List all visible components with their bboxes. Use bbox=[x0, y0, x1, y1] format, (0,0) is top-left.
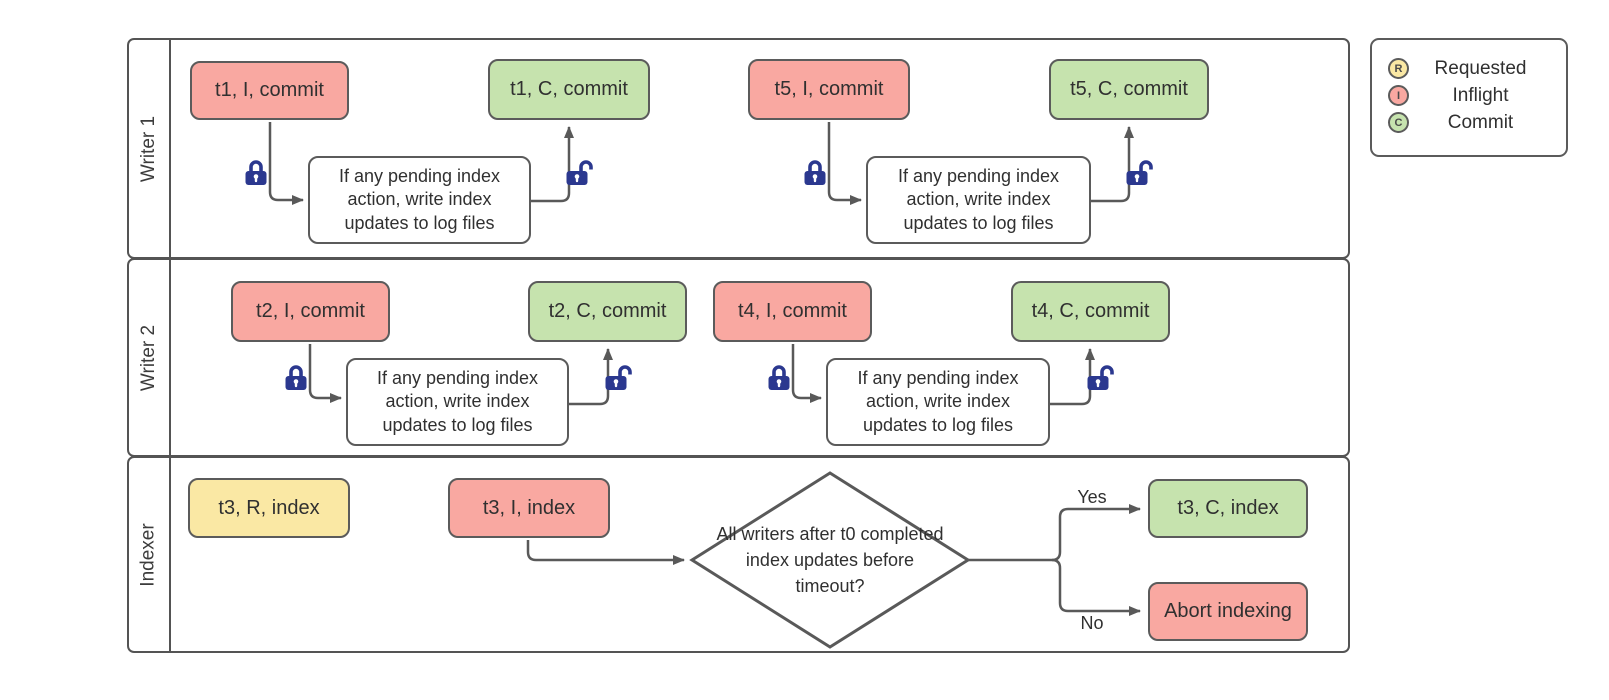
connector-t3-inflight-to-decision bbox=[526, 540, 685, 565]
requested-state-icon: R bbox=[1388, 58, 1409, 79]
node-t3-requested-label: t3, R, index bbox=[218, 496, 320, 519]
node-t5-commit: t5, C, commit bbox=[1049, 59, 1209, 120]
node-t4-commit: t4, C, commit bbox=[1011, 281, 1170, 342]
node-t3-inflight: t3, I, index bbox=[448, 478, 610, 538]
node-t3-commit: t3, C, index bbox=[1148, 479, 1308, 538]
node-t4-inflight-label: t4, I, commit bbox=[738, 300, 847, 322]
node-t2-inflight: t2, I, commit bbox=[231, 281, 390, 342]
connector-process-to-t2-commit bbox=[569, 348, 613, 406]
connector-process-to-t4-commit bbox=[1050, 348, 1095, 406]
legend-row-commit: C Commit bbox=[1388, 109, 1552, 136]
node-t2-commit: t2, C, commit bbox=[528, 281, 687, 342]
branch-label-yes: Yes bbox=[1077, 487, 1107, 507]
node-t4-inflight: t4, I, commit bbox=[713, 281, 872, 342]
legend-label-inflight: Inflight bbox=[1452, 84, 1509, 106]
connector-process-to-t5-commit bbox=[1091, 126, 1134, 203]
decision-diamond bbox=[689, 471, 971, 649]
legend-row-inflight: I Inflight bbox=[1388, 82, 1552, 109]
node-t3-requested: t3, R, index bbox=[188, 478, 350, 538]
lock-open-icon bbox=[566, 160, 593, 185]
lane-indexer-label-cell: Indexer bbox=[129, 458, 171, 651]
connector-t1-inflight-to-process bbox=[268, 122, 304, 205]
process-box-writer1-a: If any pending index action, write index… bbox=[308, 156, 531, 244]
legend-label-requested: Requested bbox=[1434, 57, 1527, 79]
node-abort-indexing-label: Abort indexing bbox=[1164, 600, 1292, 622]
node-t5-inflight-label: t5, I, commit bbox=[774, 78, 884, 100]
connector-t2-inflight-to-process bbox=[308, 344, 342, 403]
node-t4-commit-label: t4, C, commit bbox=[1031, 300, 1150, 322]
legend-label-commit: Commit bbox=[1447, 111, 1514, 133]
node-t5-inflight: t5, I, commit bbox=[748, 59, 910, 120]
node-t2-inflight-label: t2, I, commit bbox=[256, 300, 365, 322]
lock-open-icon bbox=[605, 365, 632, 390]
decision-question: All writers after t0 completed index upd… bbox=[716, 524, 944, 597]
process-box-writer1-b: If any pending index action, write index… bbox=[866, 156, 1091, 244]
commit-state-icon: C bbox=[1388, 112, 1409, 133]
process-box-writer1-b-label: If any pending index action, write index… bbox=[897, 165, 1060, 233]
lock-closed-icon bbox=[285, 365, 307, 390]
node-t3-inflight-label: t3, I, index bbox=[482, 496, 576, 519]
node-t5-commit-label: t5, C, commit bbox=[1070, 78, 1188, 100]
node-t3-commit-label: t3, C, index bbox=[1177, 497, 1279, 519]
lock-closed-icon bbox=[768, 365, 790, 390]
process-box-writer2-b: If any pending index action, write index… bbox=[826, 358, 1050, 446]
connector-decision-no bbox=[1051, 558, 1141, 616]
node-t1-commit-label: t1, C, commit bbox=[510, 78, 628, 100]
lock-closed-icon bbox=[804, 160, 826, 185]
process-box-writer2-a-label: If any pending index action, write index… bbox=[376, 367, 539, 435]
legend: R Requested I Inflight C Commit bbox=[1370, 38, 1568, 157]
lock-closed-icon bbox=[245, 160, 267, 185]
inflight-state-icon: I bbox=[1388, 85, 1409, 106]
process-box-writer1-a-label: If any pending index action, write index… bbox=[338, 165, 501, 233]
connector-t4-inflight-to-process bbox=[791, 344, 822, 403]
lane-writer-2-label-cell: Writer 2 bbox=[129, 260, 171, 455]
legend-row-requested: R Requested bbox=[1388, 55, 1552, 82]
node-abort-indexing: Abort indexing bbox=[1148, 582, 1308, 641]
connector-t5-inflight-to-process bbox=[827, 122, 862, 205]
process-box-writer2-a: If any pending index action, write index… bbox=[346, 358, 569, 446]
node-t1-inflight-label: t1, I, commit bbox=[215, 79, 324, 101]
node-t1-commit: t1, C, commit bbox=[488, 59, 650, 120]
connector-decision-yes bbox=[968, 504, 1141, 562]
process-box-writer2-b-label: If any pending index action, write index… bbox=[857, 367, 1019, 435]
node-t1-inflight: t1, I, commit bbox=[190, 61, 349, 120]
lock-open-icon bbox=[1126, 160, 1153, 185]
lane-writer-1-label-cell: Writer 1 bbox=[129, 40, 171, 257]
lock-open-icon bbox=[1087, 365, 1114, 390]
connector-process-to-t1-commit bbox=[531, 126, 574, 203]
node-t2-commit-label: t2, C, commit bbox=[548, 300, 667, 322]
branch-label-no: No bbox=[1080, 613, 1104, 633]
